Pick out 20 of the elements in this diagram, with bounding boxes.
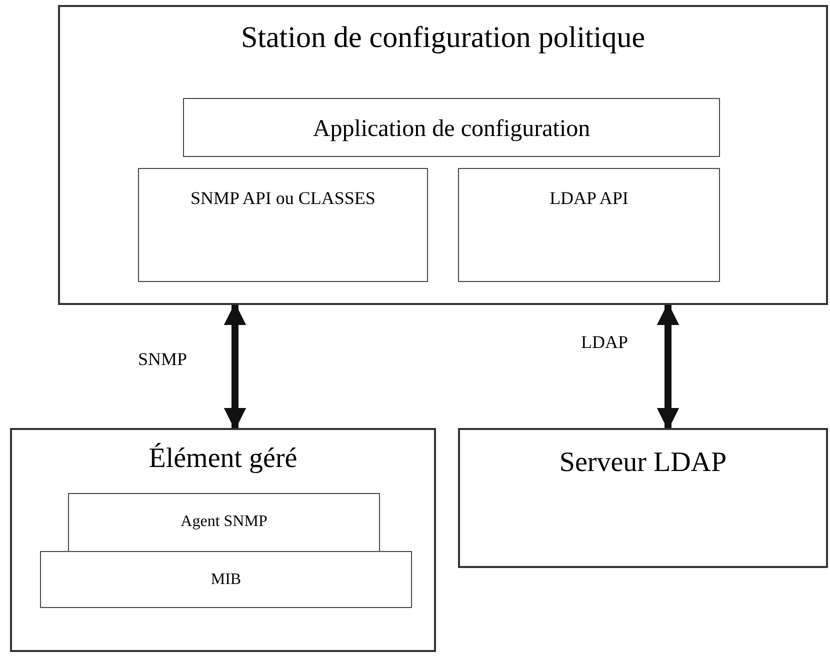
box-title: Station de configuration politique <box>240 20 646 56</box>
double-arrow <box>224 302 246 430</box>
box <box>68 493 380 552</box>
box <box>10 428 436 652</box>
box-title: Élément géré <box>148 442 298 476</box>
box-title: MIB <box>210 570 242 590</box>
box <box>58 5 828 305</box>
box-title: Application de configuration <box>312 115 592 144</box>
box-title: SNMP API ou CLASSES <box>190 187 376 210</box>
box <box>40 551 412 608</box>
box-title: LDAP API <box>548 187 630 210</box>
edge-label: SNMP <box>138 350 188 368</box>
box-title: Agent SNMP <box>180 512 268 532</box>
double-arrow <box>656 302 680 430</box>
box <box>183 98 720 157</box>
edge-label: LDAP <box>581 333 628 351</box>
box-title: Serveur LDAP <box>558 446 728 480</box>
box <box>138 168 428 282</box>
box <box>458 168 720 282</box>
box <box>458 428 828 568</box>
